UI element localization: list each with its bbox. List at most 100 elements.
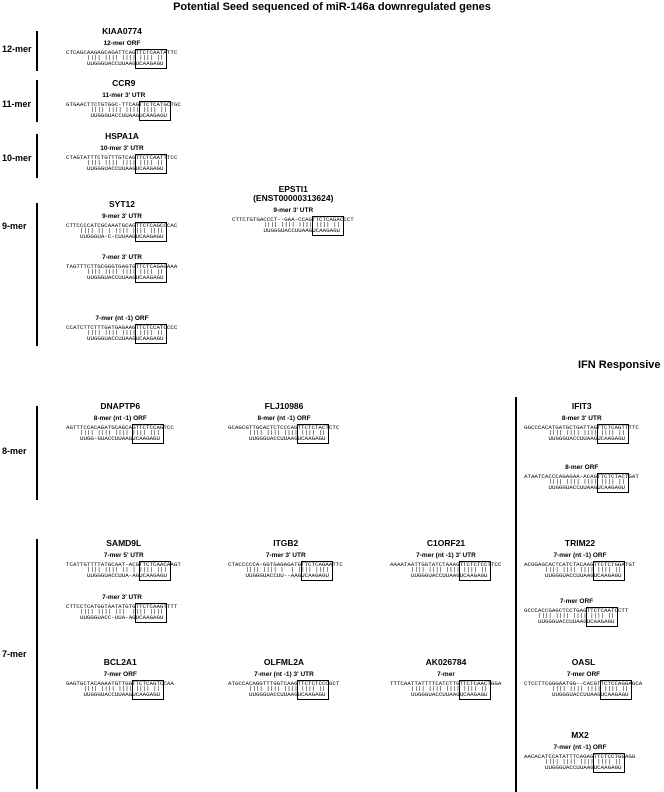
seed-match-box <box>135 154 167 174</box>
target-sequence: CTCCTTCGGGAATGG--CACGTTCTCCAGGAGCA <box>524 680 643 687</box>
site-type-label: 7-mer ORF <box>566 671 601 678</box>
seed-match-box <box>135 324 167 344</box>
ifn-divider <box>515 397 517 792</box>
pairing-ticks: |||| |||| |||| |||| || <box>249 429 326 436</box>
pairing-ticks: |||| |||| || | |||| ||| <box>87 566 168 573</box>
mirna-sequence: UUGGGUACCUUAAGUCAAGAGU <box>552 691 629 698</box>
seed-match-box <box>459 680 491 700</box>
gene-name: BCL2A1 <box>103 657 137 667</box>
site-type-label: 7-mer 3' UTR <box>265 552 306 559</box>
group-bar-12mer <box>36 31 38 71</box>
pairing-ticks: |||| |||| |||| |||| || <box>538 612 615 619</box>
group-label-11mer: 11-mer <box>2 99 32 109</box>
site-type-label: 7-mer (nt -1) 3' UTR <box>254 671 314 678</box>
seed-match-box <box>138 101 171 121</box>
pairing-ticks: |||| |||| |||| |||| || <box>548 429 626 436</box>
pairing-ticks: |||| |||| |||| |||| || <box>87 54 164 61</box>
seed-match-box <box>297 424 329 444</box>
seed-match-box <box>311 216 344 236</box>
target-sequence: ATAATCACCCAGAGAA-ACAGTTCTCTACTGAT <box>524 473 639 480</box>
target-sequence: GCCCACCGAGCTCCTGAGTTCTCAATCCTT <box>524 607 629 614</box>
target-sequence: CCATCTTCTTTGATGAGAAGTTCTCCATCCCC <box>66 324 178 331</box>
site-type-label: 7-mer (nt -1) ORF <box>95 315 149 322</box>
ifn-responsive-label: IFN Responsive <box>578 359 661 371</box>
mirna-sequence: UUGGGUACCUUAAGUCAAGAGU <box>87 165 164 172</box>
site-type-label: 9-mer 3' UTR <box>273 207 314 214</box>
group-bar-8mer <box>36 406 38 500</box>
gene-name: EPSTI1 (ENST00000313624) <box>253 184 334 203</box>
gene-name: SAMD9L <box>106 538 142 548</box>
mirna-sequence: UUGGGUACCUUAAGUCAAGAGU <box>411 572 488 579</box>
pairing-ticks: |||| |||| |||| |||| || <box>411 566 488 573</box>
site-type-label: 7-mer 3' UTR <box>102 594 142 601</box>
group-bar-11mer <box>36 80 38 122</box>
seed-match-box <box>596 424 629 444</box>
site-type-label: 11-mer 3' UTR <box>102 92 146 99</box>
mirna-sequence: UUGGGUACCUUAAGUCAAGAGU <box>83 691 161 698</box>
pairing-ticks: |||| |||| |||| |||| || <box>87 329 164 336</box>
mirna-sequence: UUGGGUACCUUAAGUCAAGAGU <box>87 335 164 342</box>
seed-match-box <box>300 561 333 581</box>
gene-name: TRIM22 <box>564 538 596 548</box>
gene-name: ITGB2 <box>273 538 299 548</box>
target-sequence: GAGTGCTACAAAATGTTGGTTCTCAGTCCAA <box>66 680 174 687</box>
mirna-sequence: UUGGGUACCUUAAGUCAAGAGU <box>545 572 622 579</box>
pairing-ticks: |||| |||| |||| |||| || <box>249 685 326 692</box>
site-type-label: 7-mer <box>437 671 455 678</box>
site-type-label: 7-mer 3' UTR <box>102 254 142 261</box>
group-label-10mer: 10-mer <box>2 153 32 163</box>
group-bar-9mer <box>36 203 38 346</box>
pairing-ticks: |||| |||| |||| |||| || <box>83 685 161 692</box>
site-type-label: 7-mer (nt -1) 3' UTR <box>416 552 476 559</box>
pairing-ticks: |||| |||| |||| |||| || <box>87 268 164 275</box>
seed-match-box <box>135 49 167 69</box>
gene-name: FLJ10986 <box>264 401 304 411</box>
mirna-sequence: UUGGGUACCUUAAGUCAAGAGU <box>548 484 626 491</box>
pairing-ticks: |||| |||| |||| |||| || <box>552 685 629 692</box>
site-type-label: 7-mer 5' UTR <box>103 552 144 559</box>
target-sequence: TCATTGTTTTATGCAAT-ACGTTCTCAACAAGT <box>66 561 181 568</box>
site-type-label: 8-mer (nt -1) ORF <box>93 415 147 422</box>
target-sequence: AGTTTCCACAGATGCAGCAGTTCTCCAGTCC <box>66 424 174 431</box>
group-label-8mer: 8-mer <box>2 446 27 456</box>
pairing-ticks: |||| |||| |||| |||| || <box>90 106 168 113</box>
pairing-ticks: |||| |||| | | |||| |||| <box>245 566 330 573</box>
seed-match-box <box>459 561 491 581</box>
mirna-sequence: UUGGGUACCUUAAGUCAAGAGU <box>411 691 488 698</box>
pairing-ticks: |||| |||| |||| |||| || <box>411 685 488 692</box>
site-type-label: 10-mer 3' UTR <box>100 145 144 152</box>
mirna-sequence: UUGGGUACCUUAAGUCAAGAGU <box>87 60 164 67</box>
site-type-label: 7-mer ORF <box>559 598 594 605</box>
site-type-label: 7-mer (nt -1) ORF <box>553 552 607 559</box>
mirna-sequence: UUGGGUACCUUAAGUCAAGAGU <box>249 435 326 442</box>
gene-name: DNAPTP6 <box>100 401 141 411</box>
target-sequence: CTTCCTCATGGTAATATGTGTTCTCAAGTTTT <box>66 603 178 610</box>
gene-name: SYT12 <box>109 199 135 209</box>
site-type-label: 8-mer ORF <box>565 464 599 471</box>
seed-match-box <box>135 222 167 242</box>
seed-match-box <box>593 753 625 773</box>
group-label-7mer: 7-mer <box>2 649 27 659</box>
site-type-label: 7-mer (nt -1) ORF <box>553 744 607 751</box>
seed-match-box <box>131 680 164 700</box>
seed-match-box <box>138 561 171 581</box>
gene-name: AK026784 <box>425 657 467 667</box>
mirna-sequence: UUGGGUACCUUAAGUCAAGAGU <box>249 691 326 698</box>
target-sequence: TAGTTTCTTGCGGGTGAGTGTTCTCAGAGAAA <box>66 263 178 270</box>
site-type-label: 8-mer (nt -1) ORF <box>257 415 311 422</box>
mirna-sequence: UUGGGUACCUUAAGUCAAGAGU <box>90 112 168 119</box>
pairing-ticks: |||| |||| |||| |||| || <box>545 758 622 765</box>
target-sequence: CTACCCCCA-GGTGAGAGATGTTCTCAGAATTC <box>228 561 343 568</box>
pairing-ticks: |||| |||| |||| |||| || <box>263 221 341 228</box>
mirna-sequence: UUGGGUACCUUA-AGUCAAGAGU <box>87 572 168 579</box>
seed-match-box <box>593 561 625 581</box>
group-bar-10mer <box>36 134 38 178</box>
mirna-sequence: UUGGGUACCUUAAGUCAAGAGU <box>263 227 341 234</box>
gene-name: HSPA1A <box>105 131 139 141</box>
target-sequence: ATGCCACAGGTTTGGTCAAGTTCTCTCCCGCT <box>228 680 340 687</box>
group-label-12mer: 12-mer <box>2 44 32 54</box>
target-sequence: TTTCAATTATTTTCATCTTGTTCTCAACTGGA <box>390 680 502 687</box>
site-type-label: 9-mer 3' UTR <box>102 213 142 220</box>
mirna-sequence: UUGGGUA-C-CUUAAGUCAAGAGU <box>80 233 164 240</box>
site-type-label: 7-mer ORF <box>103 671 137 678</box>
